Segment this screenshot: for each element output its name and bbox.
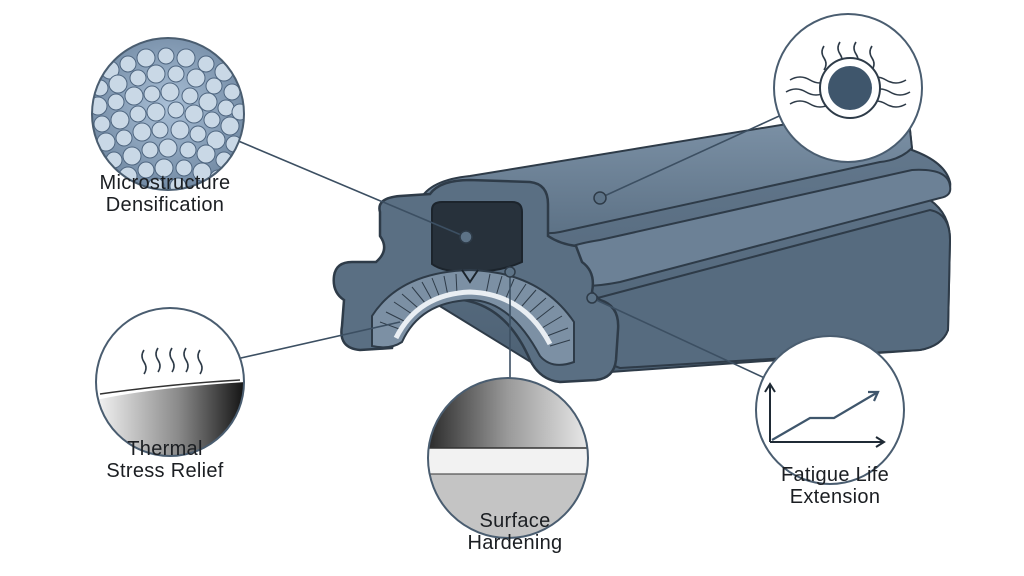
grain-texture-icon [91, 37, 245, 191]
label-microstructure-line1: Microstructure [99, 172, 231, 194]
label-thermal-line2: Stress Relief [106, 460, 224, 482]
leader-dots [459, 191, 607, 304]
hardened-band [393, 289, 553, 346]
extrusion-profile [332, 110, 952, 384]
profile-arch-zone [371, 268, 575, 366]
label-fatigue-line2: Extension [789, 486, 881, 508]
label-thermal-stress-relief: Thermal Stress Relief [50, 438, 280, 482]
heat-wave-gradient-icon [95, 307, 245, 457]
label-thermal-line1: Thermal [127, 438, 203, 460]
heat-core-icon [773, 13, 923, 163]
leader-lines [231, 111, 789, 387]
label-fatigue-line1: Fatigue Life [780, 464, 890, 486]
label-surface-line1: Surface [479, 510, 551, 532]
label-microstructure-densification: Microstructure Densification [40, 172, 290, 216]
hardened-layer-icon [427, 377, 589, 539]
label-fatigue-life-extension: Fatigue Life Extension [720, 464, 950, 508]
center-notch [461, 269, 479, 284]
label-surface-hardening: Surface Hardening [400, 510, 630, 554]
label-surface-line2: Hardening [467, 532, 563, 554]
profile-inner-hollow [431, 201, 523, 274]
label-microstructure-line2: Densification [105, 194, 225, 216]
arch-hatching [379, 273, 571, 347]
rising-line-graph-icon [755, 335, 905, 485]
